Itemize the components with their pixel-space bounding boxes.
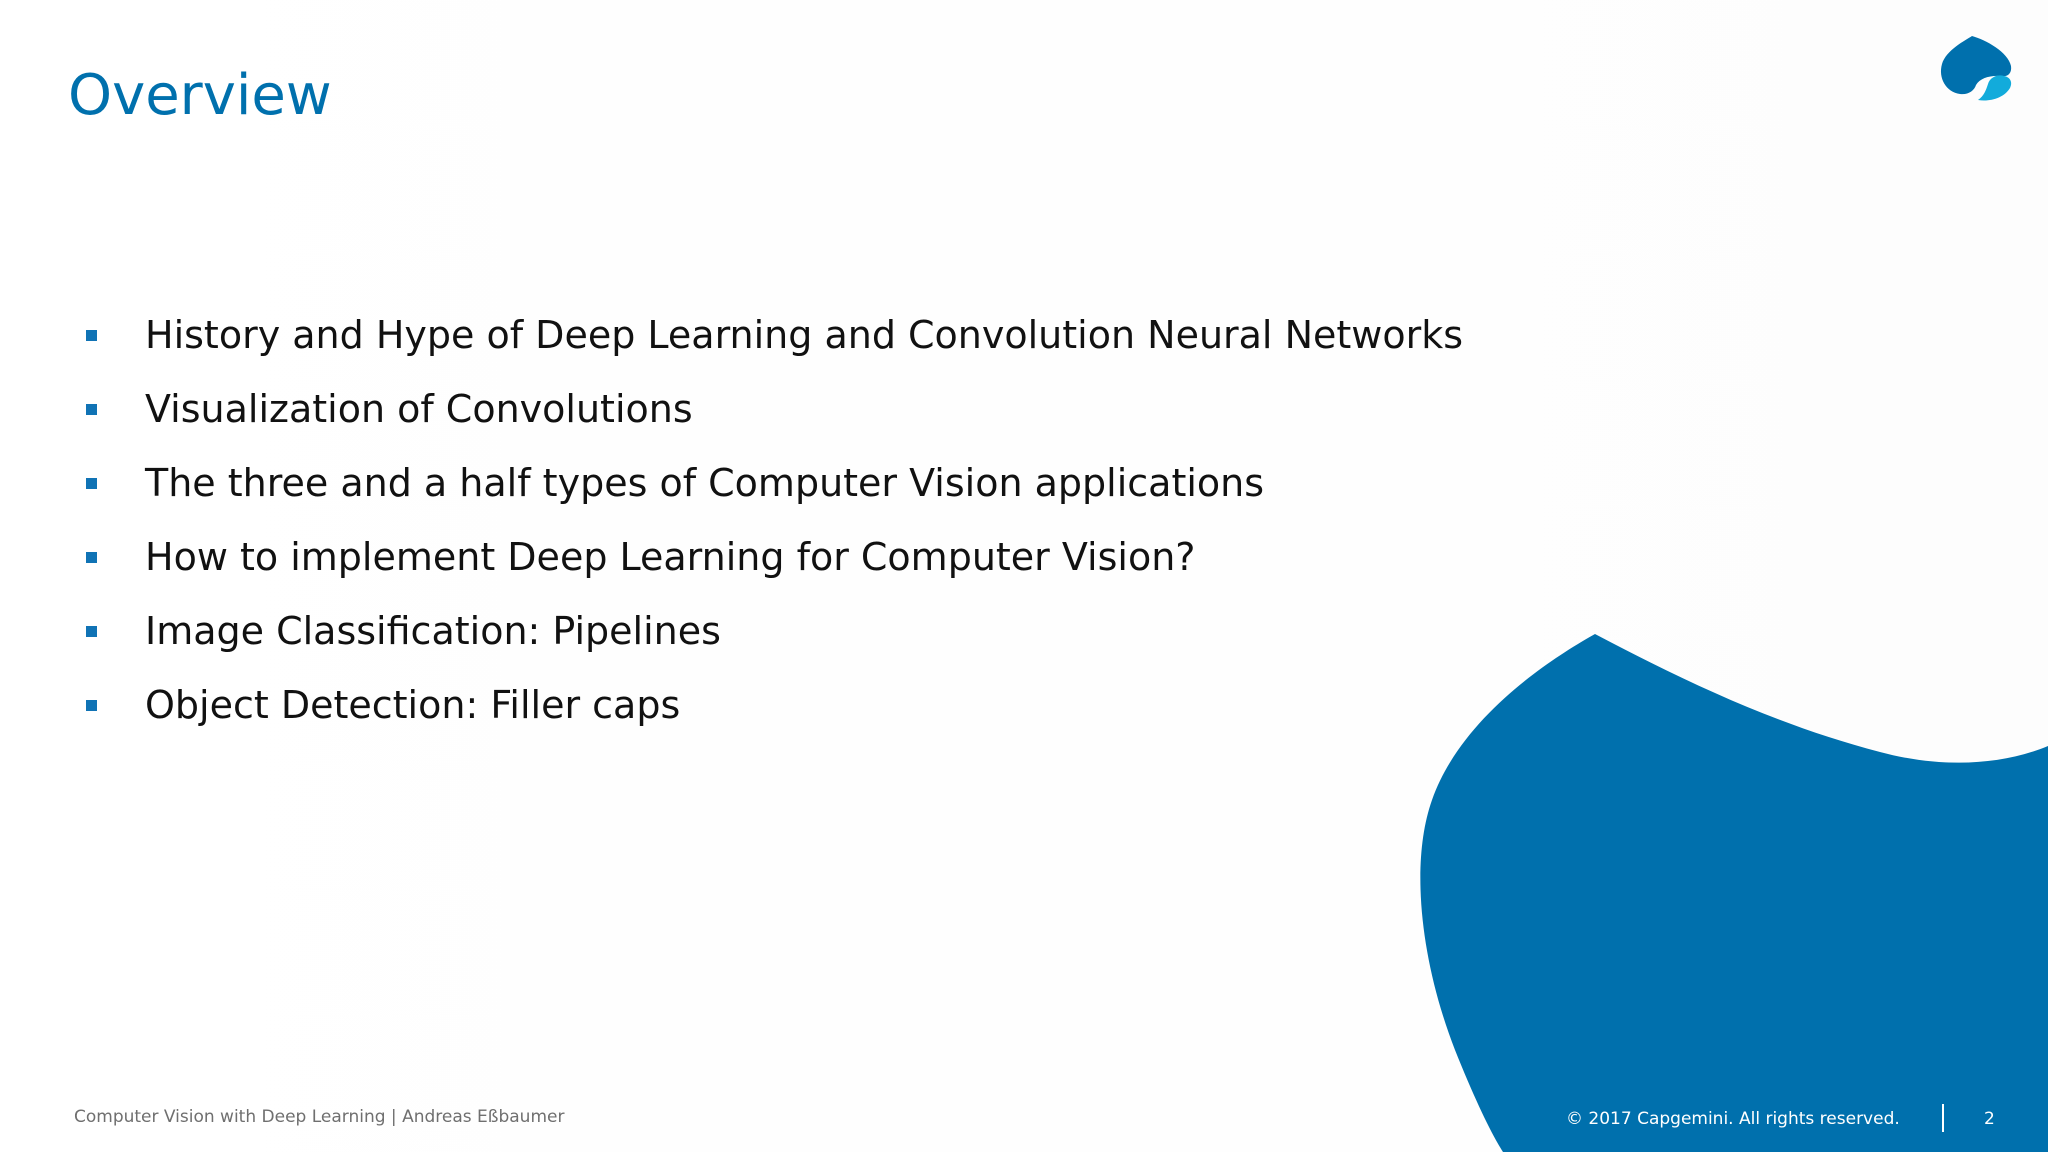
page-number: 2 xyxy=(1984,1109,1995,1129)
footer-copyright: © 2017 Capgemini. All rights reserved. xyxy=(1566,1109,1900,1129)
square-bullet-icon xyxy=(86,699,97,711)
footer-presentation-info: Computer Vision with Deep Learning | And… xyxy=(74,1107,565,1127)
square-bullet-icon xyxy=(86,625,97,637)
bullet-item: Image Classification: Pipelines xyxy=(86,594,1463,668)
square-bullet-icon xyxy=(86,403,97,415)
bullet-item: The three and a half types of Computer V… xyxy=(86,446,1463,520)
square-bullet-icon xyxy=(86,329,97,341)
bullet-item: Visualization of Convolutions xyxy=(86,372,1463,446)
bullet-item: Object Detection: Filler caps xyxy=(86,668,1463,742)
bullet-text: Object Detection: Filler caps xyxy=(145,683,681,727)
bullet-item: How to implement Deep Learning for Compu… xyxy=(86,520,1463,594)
bullet-list: History and Hype of Deep Learning and Co… xyxy=(86,298,1463,742)
square-bullet-icon xyxy=(86,477,97,489)
bullet-text: History and Hype of Deep Learning and Co… xyxy=(145,313,1464,357)
bullet-text: How to implement Deep Learning for Compu… xyxy=(145,535,1196,579)
slide-title: Overview xyxy=(68,63,332,128)
capgemini-spade-icon xyxy=(1940,36,2012,101)
square-bullet-icon xyxy=(86,551,97,563)
footer-divider xyxy=(1942,1104,1944,1132)
bullet-item: History and Hype of Deep Learning and Co… xyxy=(86,298,1463,372)
bullet-text: Visualization of Convolutions xyxy=(145,387,693,431)
bullet-text: Image Classification: Pipelines xyxy=(145,609,721,653)
bullet-text: The three and a half types of Computer V… xyxy=(145,461,1265,505)
